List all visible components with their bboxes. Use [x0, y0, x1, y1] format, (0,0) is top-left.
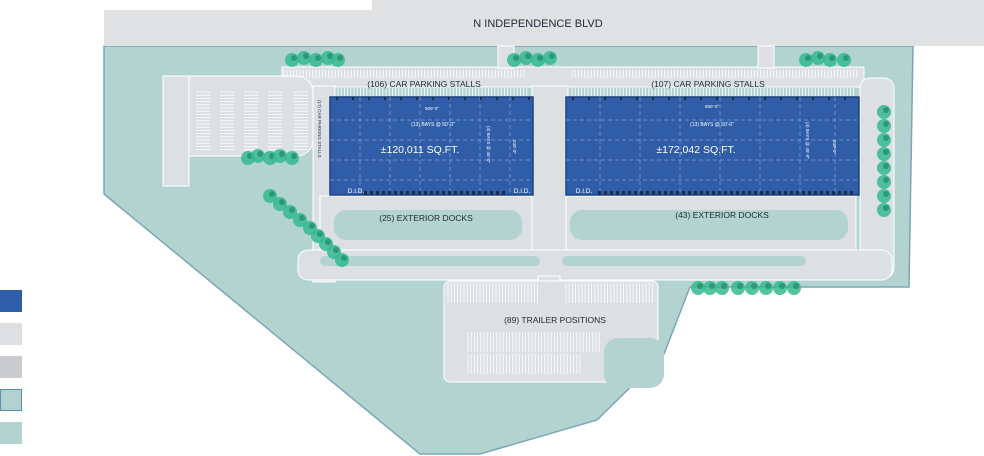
landscape-trees [241, 51, 891, 295]
building-1-did-left: D.I.D. [348, 188, 365, 195]
building-1-docks-label: (25) EXTERIOR DOCKS [379, 213, 473, 223]
building-2-depth-dim: 240'-0" [832, 140, 837, 154]
building-1-bays-label: (13) BAYS @ 50'-0" [411, 122, 455, 128]
building-2-bays-label: (13) BAYS @ 50'-0" [690, 122, 734, 128]
building-1 [329, 96, 534, 196]
building-1-width-dim: 500'-0" [425, 106, 439, 111]
building-1-side-bays: (4) BAYS @ 45'-0" [486, 126, 491, 163]
legend-swatch-water [0, 389, 22, 411]
paved-drives [162, 45, 895, 383]
legend-swatch-drive [0, 356, 22, 378]
building-1-area-label: ±120,011 SQ.FT. [381, 144, 460, 156]
building-1-did-right: D.I.D. [514, 188, 531, 195]
building-2-parking-label: (107) CAR PARKING STALLS [651, 79, 765, 89]
building-2-docks-label: (43) EXTERIOR DOCKS [675, 210, 769, 220]
trailer-positions-label: (89) TRAILER POSITIONS [504, 315, 606, 325]
legend-swatch-pavement [0, 323, 22, 345]
legend [0, 290, 24, 455]
building-2-area-label: ±172,042 SQ.FT. [656, 144, 735, 156]
building-2-width-dim: 650'-0" [705, 104, 719, 109]
dock-doors [336, 97, 853, 195]
road-name-label: N INDEPENDENCE BLVD [473, 18, 602, 30]
road [104, 0, 984, 46]
building-2-side-bays: (4) BAYS @ 45'-0" [805, 122, 810, 159]
building-1-parking-label: (106) CAR PARKING STALLS [367, 79, 481, 89]
side-parking-label: (17) CAR PARKING STALLS [317, 100, 322, 158]
building-2-did-left: D.I.D. [576, 188, 593, 195]
parking-stalls [196, 70, 858, 374]
building-1-depth-dim: 240'-0" [512, 140, 517, 154]
legend-swatch-landscape [0, 422, 22, 444]
legend-swatch-building [0, 290, 22, 312]
building-2 [565, 96, 860, 196]
